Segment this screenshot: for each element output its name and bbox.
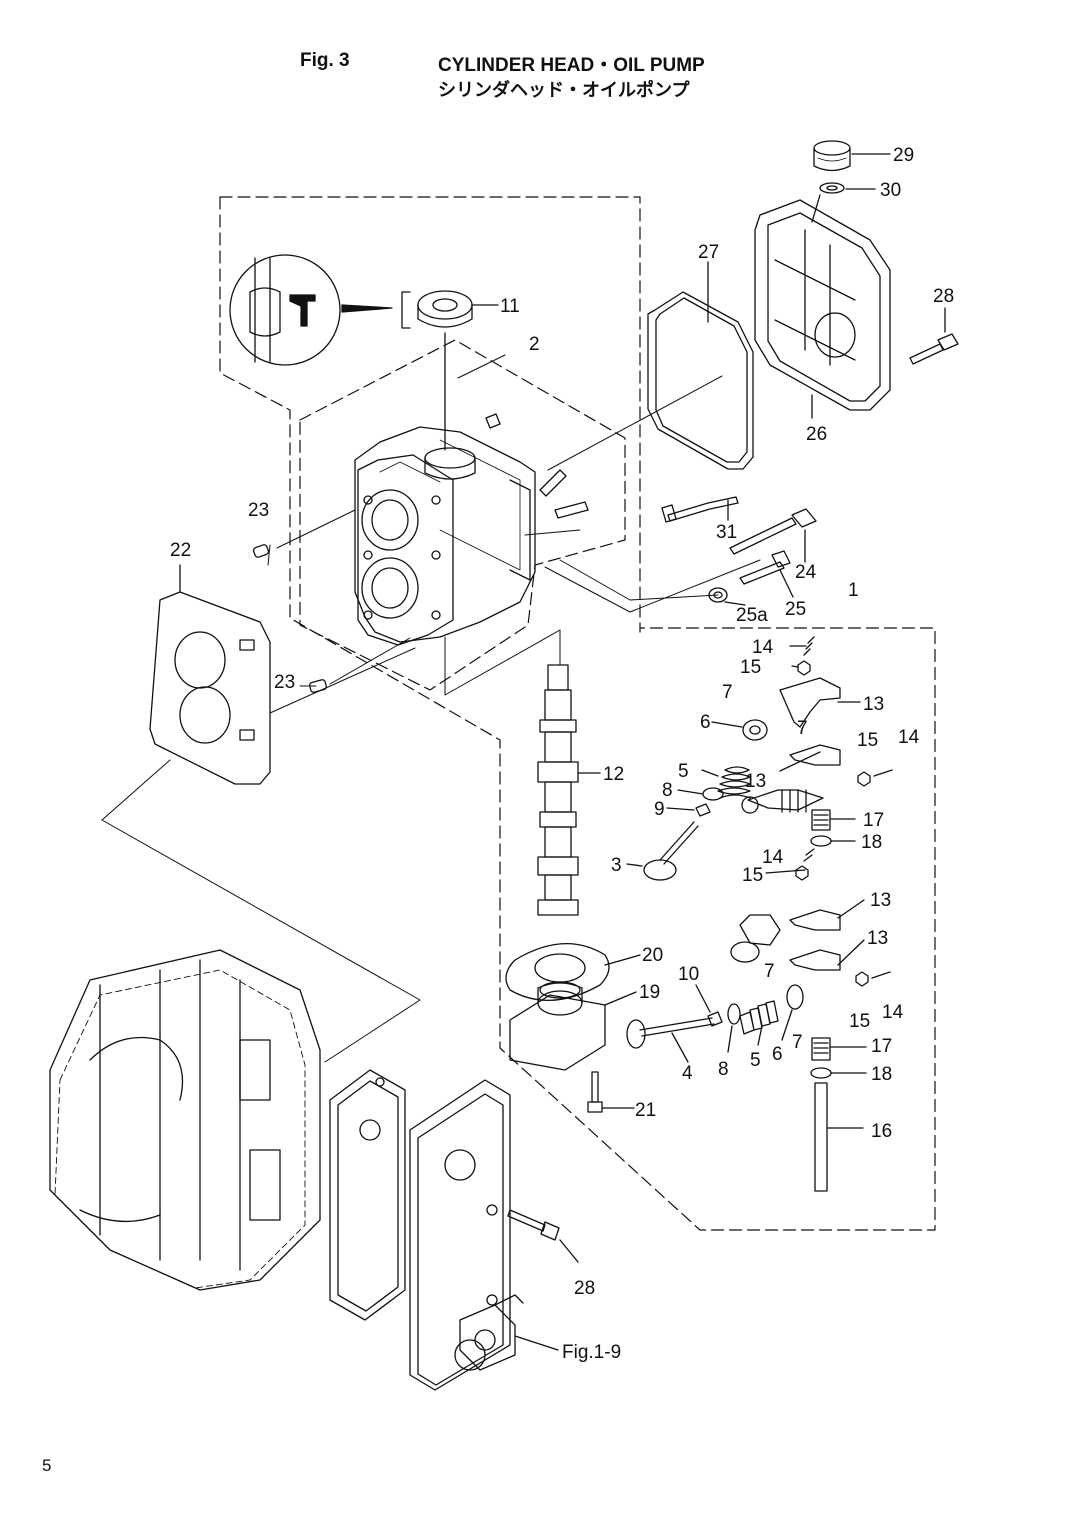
callout-label: 4	[682, 1063, 693, 1084]
callout-label: 14	[898, 727, 920, 748]
cylinder-head-part	[354, 426, 536, 646]
callout-label: 8	[718, 1059, 729, 1080]
callout-label: 5	[750, 1050, 761, 1071]
exhaust-cover-bolt-part	[507, 1209, 579, 1263]
callout-label: 7	[792, 1032, 803, 1053]
callout-label: 13	[867, 928, 888, 949]
callout-label: 7	[764, 961, 775, 982]
callout-label: 26	[806, 424, 827, 445]
callout-label: 25a	[736, 605, 768, 626]
head-small-parts	[485, 413, 589, 519]
callout-label: 14	[762, 847, 784, 868]
exhaust-cover-part	[409, 1079, 511, 1391]
callout-label: 28	[933, 286, 954, 307]
callout-label: 8	[662, 780, 673, 801]
valve-train-parts	[666, 719, 804, 1053]
oil-seal-part	[417, 290, 499, 451]
callout-label: 12	[603, 764, 624, 785]
callout-label: 22	[170, 540, 191, 561]
intake-valve-part	[626, 821, 699, 881]
callout-label: 11	[500, 296, 520, 317]
callout-label: 3	[611, 855, 622, 876]
oil-seal-detail	[229, 254, 411, 366]
callout-label: 15	[849, 1011, 870, 1032]
callout-label: 17	[871, 1036, 892, 1057]
callout-label: 15	[742, 865, 763, 886]
callout-label: 23	[274, 672, 295, 693]
callout-label: 14	[882, 1002, 904, 1023]
callout-label: 1	[848, 580, 859, 601]
callout-label: 13	[745, 771, 766, 792]
crankcase-block-part	[49, 949, 321, 1291]
callout-label: 14	[752, 637, 774, 658]
figure-number: Fig. 3	[300, 50, 350, 71]
callout-label: 21	[635, 1100, 656, 1121]
page-number: 5	[42, 1456, 52, 1475]
oil-pump-part	[509, 981, 637, 1113]
callout-label: 7	[722, 682, 733, 703]
oil-pump-gasket-part	[505, 942, 641, 1001]
callout-label: 27	[698, 242, 719, 263]
head-gasket-part	[149, 564, 271, 785]
head-cover-part	[754, 194, 891, 419]
callout-label: 25	[785, 599, 806, 620]
cylinder-head-inner-boundary	[299, 339, 626, 691]
callout-label: 9	[654, 799, 665, 820]
callout-label: 31	[716, 522, 737, 543]
callout-label: 30	[880, 180, 901, 201]
callout-label: 13	[870, 890, 891, 911]
callout-label: 2	[529, 334, 540, 355]
callout-labels: 29 30 27 28 11 2 26 23 22 31 24 25 25a 1…	[170, 145, 954, 1363]
head-cover-gasket-part	[647, 261, 754, 470]
callout-label: 7	[797, 718, 808, 739]
callout-label: 29	[893, 145, 914, 166]
figure-reference-label: Fig.1-9	[562, 1342, 621, 1363]
callout-label: 17	[863, 810, 884, 831]
push-rod-part	[814, 1082, 864, 1192]
callout-label: 24	[795, 562, 817, 583]
exhaust-plate-part	[329, 1069, 406, 1321]
callout-label: 15	[857, 730, 878, 751]
figure-title-japanese: シリンダヘッド・オイルポンプ	[438, 80, 690, 101]
head-bolts	[708, 508, 817, 606]
block-guide-lines	[101, 759, 421, 1063]
callout-label: 15	[740, 657, 761, 678]
dowel-pins	[252, 544, 327, 693]
camshaft-part	[537, 664, 601, 916]
callout-label: 6	[772, 1044, 783, 1065]
cylinder-head-assembly-boundary	[219, 196, 936, 1231]
callout-label: 10	[678, 964, 699, 985]
oil-filler-cap-part	[813, 140, 959, 365]
callout-label: 18	[871, 1064, 892, 1085]
rocker-arm-parts	[730, 636, 893, 1079]
head-leader-lines	[267, 354, 761, 714]
callout-label: 5	[678, 761, 689, 782]
spark-plug-part	[661, 496, 739, 523]
callout-label: 18	[861, 832, 882, 853]
thermostat-housing-part	[459, 1294, 559, 1371]
callout-label: 6	[700, 712, 711, 733]
callout-label: 20	[642, 945, 663, 966]
callout-label: 13	[863, 694, 884, 715]
callout-label: 16	[871, 1121, 892, 1142]
callout-label: 19	[639, 982, 660, 1003]
exhaust-valve-part	[626, 1017, 715, 1063]
callout-label: 28	[574, 1278, 595, 1299]
callout-label: 23	[248, 500, 269, 521]
figure-title: CYLINDER HEAD・OIL PUMP	[438, 55, 705, 76]
